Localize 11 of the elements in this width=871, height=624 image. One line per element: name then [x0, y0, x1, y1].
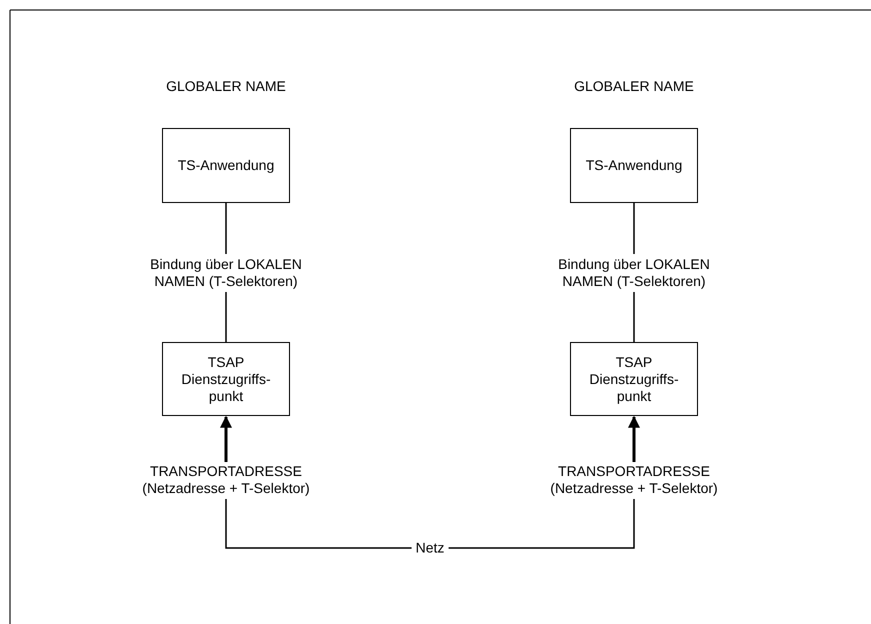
- process-box: TS-Anwendung: [162, 128, 290, 203]
- heading-label: GLOBALER NAME: [574, 77, 694, 96]
- connector-line: [225, 499, 635, 549]
- arrow: [220, 416, 232, 462]
- process-box: TSAP Dienstzugriffs- punkt: [570, 342, 698, 416]
- address-label: TRANSPORTADRESSE (Netzadresse + T-Selektor): [524, 462, 744, 498]
- heading-label: GLOBALER NAME: [166, 77, 286, 96]
- process-box: TS-Anwendung: [570, 128, 698, 203]
- address-label: TRANSPORTADRESSE (Netzadresse + T-Selektor): [116, 462, 336, 498]
- arrow: [628, 416, 640, 462]
- process-box: TSAP Dienstzugriffs- punkt: [162, 342, 290, 416]
